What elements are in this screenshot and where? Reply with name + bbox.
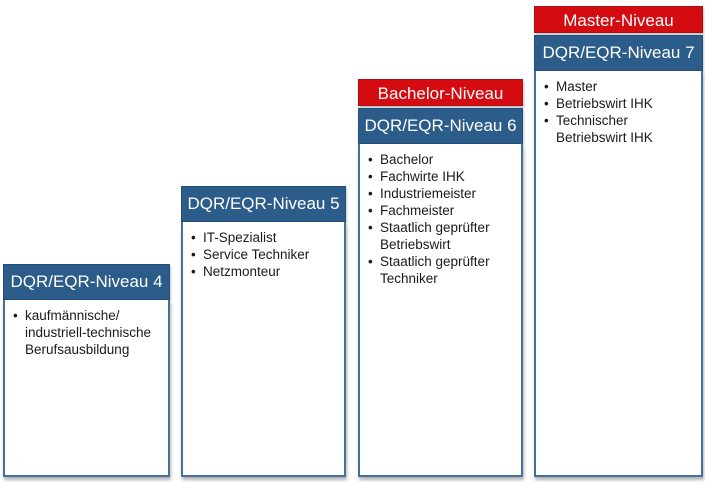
level-body-niveau-4: kaufmännische/ industriell-technische Be… — [3, 300, 170, 477]
qualification-item: kaufmännische/ industriell-technische Be… — [12, 307, 165, 358]
level-header-niveau-5: DQR/EQR-Niveau 5 — [181, 186, 346, 222]
qualification-item: Fachwirte IHK — [367, 168, 518, 185]
banner-bachelor-niveau: Bachelor-Niveau — [358, 79, 523, 106]
level-body-niveau-5: IT-SpezialistService TechnikerNetzmonteu… — [181, 222, 346, 477]
qualification-item: Staatlich geprüfter Betriebswirt — [367, 219, 518, 253]
qualification-item: Service Techniker — [190, 246, 341, 263]
column-dqr-niveau-5: DQR/EQR-Niveau 5 IT-SpezialistService Te… — [181, 186, 346, 477]
qualification-item: Technischer Betriebswirt IHK — [543, 112, 698, 146]
qualification-item: Master — [543, 78, 698, 95]
qualification-item: Staatlich geprüfter Techniker — [367, 253, 518, 287]
level-header-niveau-4: DQR/EQR-Niveau 4 — [3, 264, 170, 300]
qualification-item: Netzmonteur — [190, 263, 341, 280]
qualification-item: Bachelor — [367, 151, 518, 168]
qualification-list-niveau-6: BachelorFachwirte IHKIndustriemeisterFac… — [360, 144, 521, 287]
qualification-list-niveau-4: kaufmännische/ industriell-technische Be… — [5, 300, 168, 358]
level-body-niveau-6: BachelorFachwirte IHKIndustriemeisterFac… — [358, 144, 523, 477]
qualification-item: IT-Spezialist — [190, 229, 341, 246]
column-dqr-niveau-6: Bachelor-Niveau DQR/EQR-Niveau 6 Bachelo… — [358, 79, 523, 477]
qualification-item: Industriemeister — [367, 185, 518, 202]
level-body-niveau-7: MasterBetriebswirt IHKTechnischer Betrie… — [534, 71, 703, 477]
qualification-list-niveau-5: IT-SpezialistService TechnikerNetzmonteu… — [183, 222, 344, 280]
banner-master-niveau: Master-Niveau — [534, 6, 703, 33]
column-dqr-niveau-4: DQR/EQR-Niveau 4 kaufmännische/ industri… — [3, 264, 170, 477]
qualification-list-niveau-7: MasterBetriebswirt IHKTechnischer Betrie… — [536, 71, 701, 146]
level-header-niveau-7: DQR/EQR-Niveau 7 — [534, 35, 703, 71]
qualification-item: Betriebswirt IHK — [543, 95, 698, 112]
level-header-niveau-6: DQR/EQR-Niveau 6 — [358, 108, 523, 144]
qualification-item: Fachmeister — [367, 202, 518, 219]
column-dqr-niveau-7: Master-Niveau DQR/EQR-Niveau 7 MasterBet… — [534, 6, 703, 477]
